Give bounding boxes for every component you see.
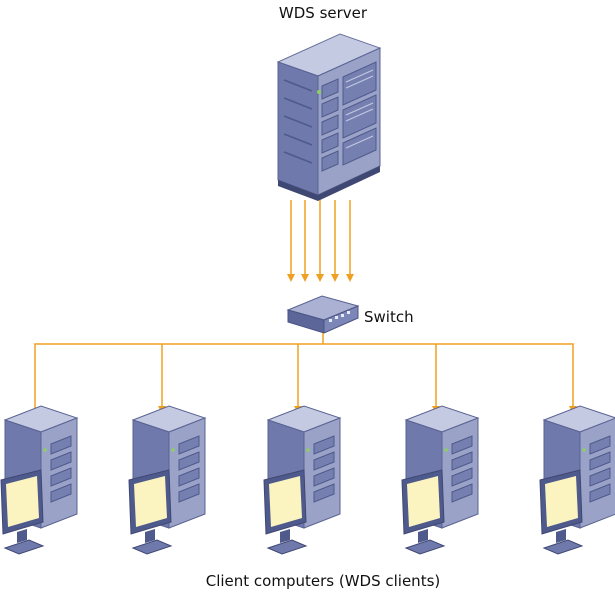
client-computer-icon (263, 405, 341, 555)
client-computer-icon (0, 405, 78, 555)
clients-label: Client computers (WDS clients) (206, 572, 441, 590)
client-computer-icon (401, 405, 479, 555)
switch-label: Switch (364, 308, 414, 326)
server-to-switch-arrows (287, 200, 354, 282)
network-switch-icon (286, 295, 360, 334)
switch-to-clients-connectors (34, 333, 577, 414)
wds-server-icon (276, 33, 382, 201)
distribution-bus (34, 343, 577, 414)
server-label: WDS server (279, 4, 368, 22)
client-computer-icon (128, 405, 206, 555)
client-computer-icon (539, 405, 615, 555)
